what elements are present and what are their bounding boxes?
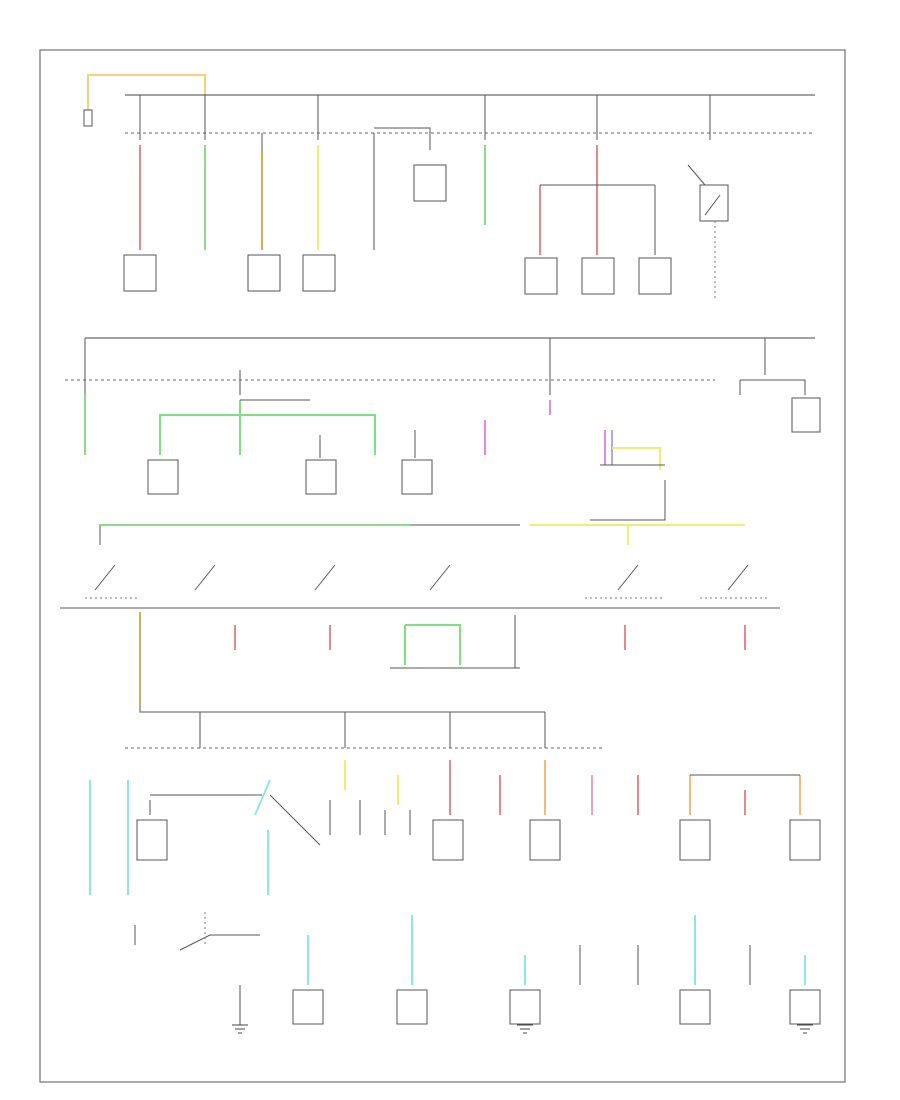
component-box [791,397,821,433]
component-box [396,989,428,1025]
component-box [638,257,672,295]
section-second-fuse-row [65,337,821,521]
section-lower-fuse-row [89,705,821,895]
component-box [413,164,447,202]
component-box [432,819,464,861]
component-box [305,459,337,495]
ground-symbols [232,1024,813,1034]
component-box [302,254,336,292]
section-top-fuse-row [83,74,815,300]
fusible-link-symbol [83,109,93,127]
component-box [524,257,558,295]
component-box [679,819,711,861]
component-box [789,819,821,861]
component-box [292,989,324,1025]
component-box [581,257,615,295]
component-box [123,254,157,292]
component-box [509,989,541,1025]
section-switch-row [60,524,780,705]
component-box [401,459,433,495]
component-box [679,989,711,1025]
switch-symbols [94,564,749,591]
component-box [789,989,821,1025]
component-box [529,819,561,861]
fuse-drops-top [139,95,711,150]
component-box [247,254,281,292]
section-bottom-ground-row [134,912,821,1034]
component-box [147,459,179,495]
diagram-frame [39,49,846,1083]
component-box [136,819,168,861]
